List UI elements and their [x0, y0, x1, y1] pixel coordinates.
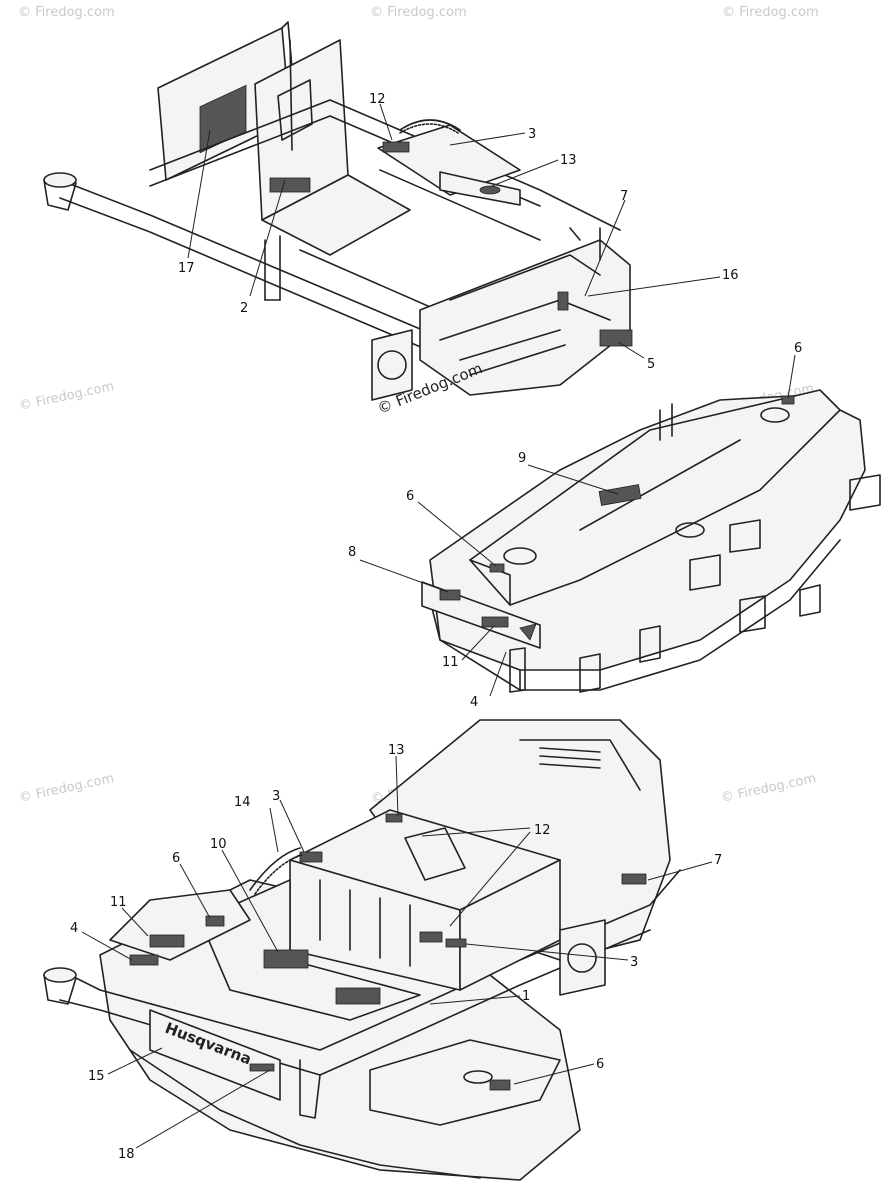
callout-12-top: 12 — [369, 92, 386, 107]
callout-6-deck-left: 6 — [406, 489, 414, 504]
mower-deck-assembly — [421, 389, 881, 693]
watermark-repeat: © Firedog.com — [370, 5, 467, 20]
callout-4-deck: 4 — [470, 695, 478, 710]
callout-12-bottom: 12 — [534, 823, 551, 838]
combined-decal — [205, 915, 225, 927]
watermark-repeat: © Firedog.com — [18, 771, 116, 806]
combined-decal — [489, 1079, 511, 1091]
callout-4-bottom: 4 — [70, 921, 78, 936]
frame-decal — [382, 141, 410, 153]
frame-decal — [269, 177, 311, 193]
combined-decal — [621, 873, 647, 885]
combined-decal — [445, 938, 467, 948]
callout-9: 9 — [518, 451, 526, 466]
callout-3-top: 3 — [528, 127, 536, 142]
deck-decal — [481, 616, 509, 628]
combined-decal — [263, 949, 309, 969]
callout-2: 2 — [240, 301, 248, 316]
callout-6-bottom-right: 6 — [596, 1057, 604, 1072]
combined-decal — [149, 934, 185, 948]
callout-11-bottom: 11 — [110, 895, 127, 910]
callout-16: 16 — [722, 268, 739, 283]
callout-5: 5 — [647, 357, 655, 372]
callout-3-bottom-left: 3 — [272, 789, 280, 804]
callout-7-top: 7 — [620, 189, 628, 204]
callout-11-deck: 11 — [442, 655, 459, 670]
frame-decal — [599, 329, 633, 347]
combined-decal — [249, 1063, 275, 1072]
callout-17: 17 — [178, 261, 195, 276]
combined-decal — [419, 931, 443, 943]
deck-decal — [489, 563, 505, 573]
callout-1: 1 — [522, 989, 530, 1004]
frame-decal — [479, 185, 501, 195]
watermark-repeat: © Firedog.com — [720, 771, 818, 806]
combined-decal — [299, 851, 323, 863]
callout-15: 15 — [88, 1069, 105, 1084]
callout-10: 10 — [210, 837, 227, 852]
callout-14: 14 — [234, 795, 251, 810]
deck-decal — [598, 484, 642, 506]
deck-decal — [519, 623, 537, 641]
callout-13-top: 13 — [560, 153, 577, 168]
callout-18: 18 — [118, 1147, 135, 1162]
callout-6-deck-right: 6 — [794, 341, 802, 356]
callout-6-bottom-left: 6 — [172, 851, 180, 866]
watermark-repeat: © Firedog.com — [722, 5, 819, 20]
deck-decal — [439, 589, 461, 601]
combined-decal — [335, 987, 381, 1005]
frame-decal — [557, 291, 569, 311]
frame-assembly — [43, 21, 633, 401]
callout-13-bottom: 13 — [388, 743, 405, 758]
combined-decal — [129, 954, 159, 966]
callout-8: 8 — [348, 545, 356, 560]
combined-assembly: Husqvarna — [43, 719, 681, 1181]
callout-7-bottom: 7 — [714, 853, 722, 868]
watermark-repeat: © Firedog.com — [18, 5, 115, 20]
callout-3-bottom-right: 3 — [630, 955, 638, 970]
combined-decal — [385, 813, 403, 823]
watermark-repeat: © Firedog.com — [18, 379, 116, 414]
